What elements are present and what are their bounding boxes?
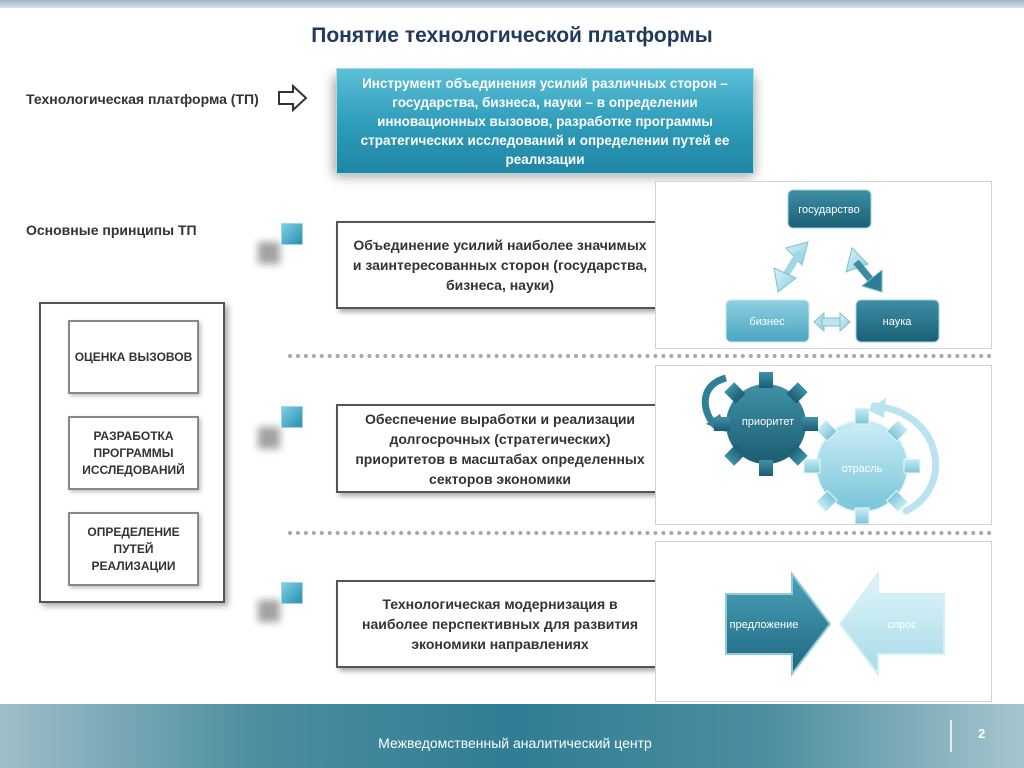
bullet-icon (281, 582, 303, 604)
gear-icon (803, 407, 921, 525)
gear-label-first: приоритет (742, 416, 794, 428)
principle-box-1: Объединение усилий наиболее значимых и з… (336, 221, 664, 309)
double-arrow-icon (813, 311, 851, 333)
stage-box: ОПРЕДЕЛЕНИЕ ПУТЕЙ РЕАЛИЗАЦИИ (68, 512, 199, 586)
footer-org: Межведомственный аналитический центр (378, 735, 652, 751)
arrow-right-icon (278, 84, 308, 112)
principle-text: Технологическая модернизация в наиболее … (361, 596, 638, 652)
arrows-panel: предложение спрос (655, 541, 992, 702)
science-node (855, 299, 940, 343)
bullet-shadow (258, 242, 280, 264)
business-node-label: бизнес (749, 316, 785, 328)
page-number: 2 (978, 726, 986, 741)
state-node-label: государство (798, 204, 860, 216)
stage-text: ОПРЕДЕЛЕНИЕ ПУТЕЙ РЕАЛИЗАЦИИ (87, 524, 180, 573)
curved-arrow-icon (870, 402, 940, 515)
gear-label-second: отрасль (842, 463, 883, 475)
footer-divider (950, 720, 952, 752)
principles-label: Основные принципы ТП (26, 222, 197, 238)
definition-box: Инструмент объединения усилий различных … (336, 68, 754, 174)
top-band (0, 0, 1024, 8)
stage-text: ОЦЕНКА ВЫЗОВОВ (74, 349, 193, 364)
bullet-shadow (258, 600, 280, 622)
supply-label: предложение (730, 619, 799, 631)
principle-text: Обеспечение выработки и реализации долго… (355, 410, 645, 487)
business-node (725, 299, 810, 343)
slide-title: Понятие технологической платформы (311, 24, 713, 47)
supply-demand-diagram: предложение спрос (725, 571, 945, 677)
stage-text: РАЗРАБОТКА ПРОГРАММЫ ИССЛЕДОВАНИЙ (82, 428, 185, 477)
gears-diagram: отрасль приоритет (701, 372, 940, 525)
principle-box-3: Технологическая модернизация в наиболее … (336, 580, 664, 668)
bullet-icon (281, 406, 303, 428)
supply-arrow-icon (725, 571, 832, 677)
state-node (787, 189, 872, 229)
principle-box-2: Обеспечение выработки и реализации долго… (336, 404, 664, 493)
stage-box: РАЗРАБОТКА ПРОГРАММЫ ИССЛЕДОВАНИЙ (68, 416, 199, 490)
footer: Межведомственный аналитический центр 2 (0, 704, 1024, 768)
science-node-label: наука (883, 316, 913, 328)
triangle-diagram: государство бизнес наука (725, 189, 940, 343)
tp-label: Технологическая платформа (ТП) (26, 91, 259, 107)
double-arrow-icon (845, 247, 883, 293)
stage-box: ОЦЕНКА ВЫЗОВОВ (68, 320, 199, 394)
gear-icon (714, 372, 818, 476)
bullet-shadow (258, 427, 280, 449)
gears-panel: отрасль приоритет (655, 365, 992, 525)
definition-text: Инструмент объединения усилий различных … (360, 75, 730, 167)
demand-arrow-icon (838, 571, 945, 677)
separator (288, 354, 992, 358)
separator (288, 531, 992, 535)
principle-text: Объединение усилий наиболее значимых и з… (352, 237, 648, 293)
demand-label: спрос (887, 619, 917, 631)
bullet-icon (281, 223, 303, 245)
double-arrow-icon (773, 241, 809, 293)
triangle-panel: государство бизнес наука (655, 181, 992, 349)
